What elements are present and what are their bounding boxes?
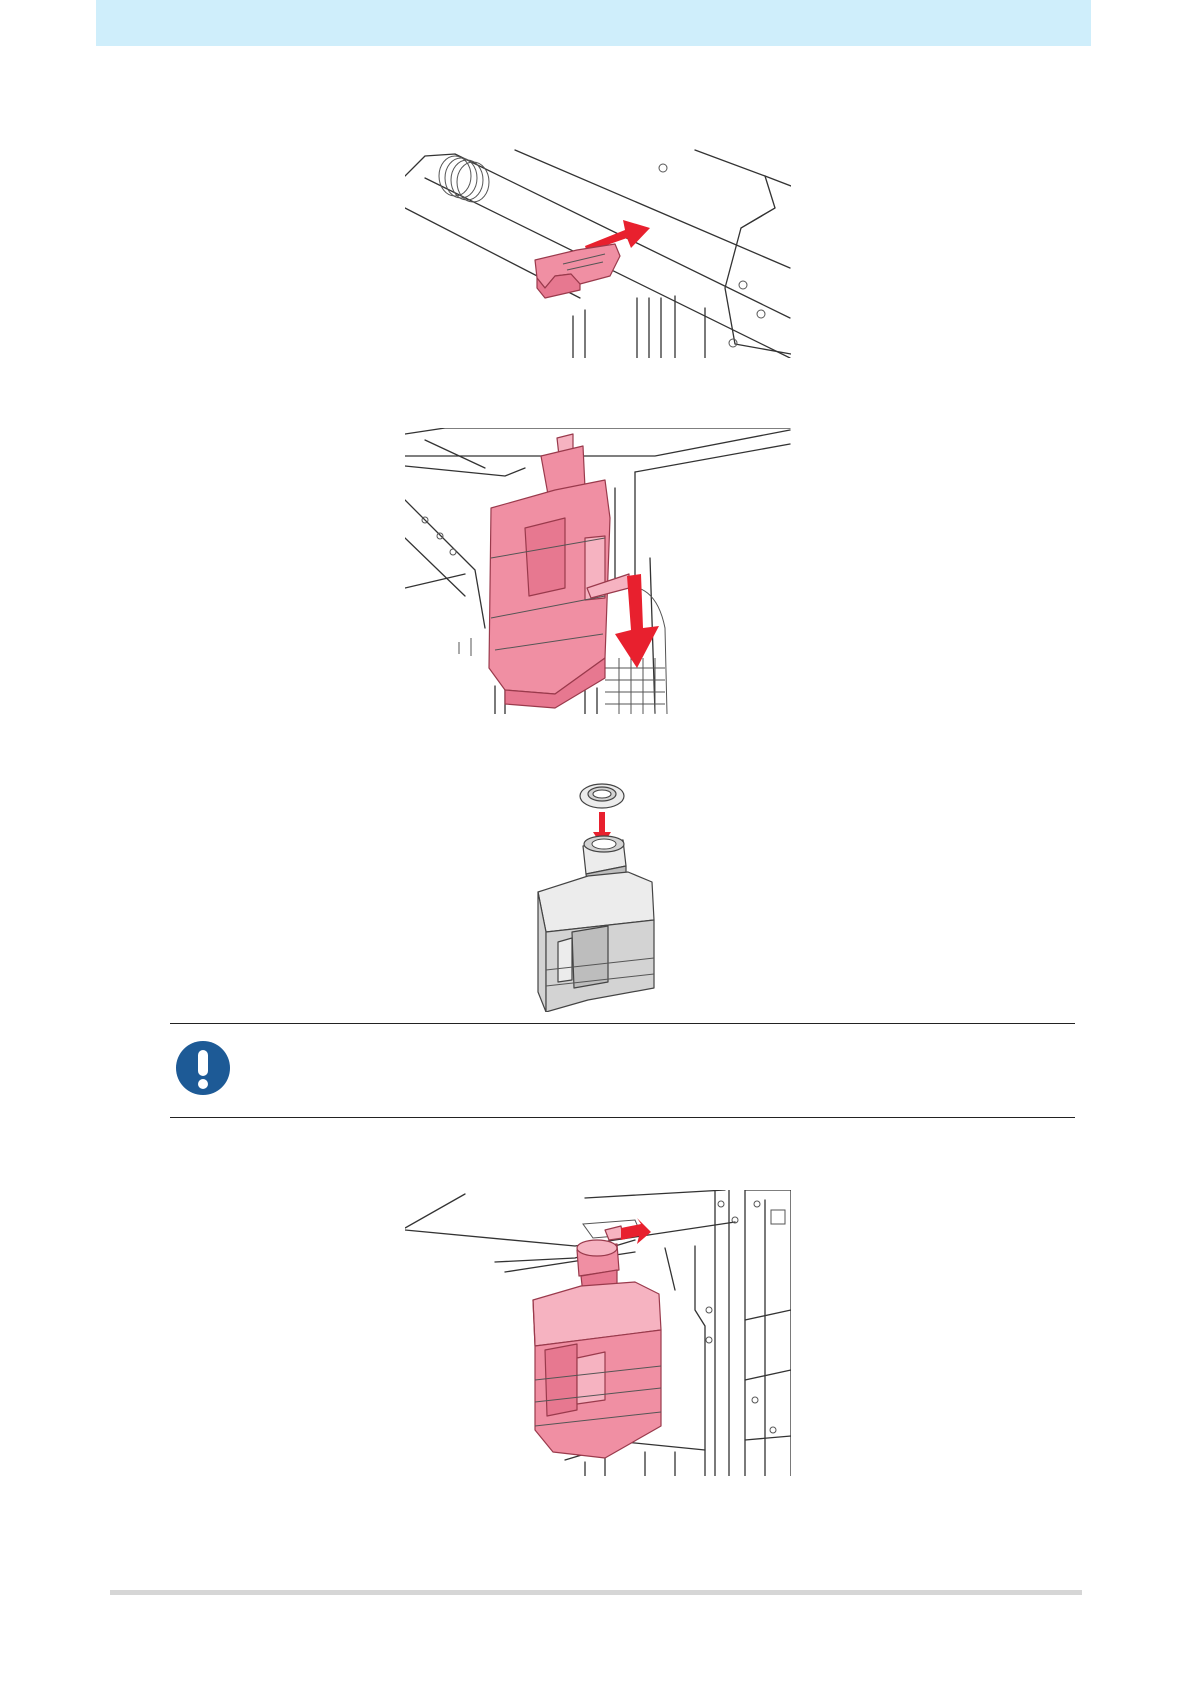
page-header-band bbox=[96, 0, 1091, 46]
figure-remove-tank bbox=[405, 428, 791, 714]
figure-install-tank bbox=[405, 1190, 791, 1476]
important-exclamation-icon bbox=[175, 1040, 231, 1096]
figure-cap-bottle bbox=[528, 782, 674, 1012]
important-notice bbox=[170, 1023, 1075, 1118]
page-footer-rule bbox=[110, 1590, 1082, 1595]
figure-slide-latch bbox=[405, 148, 791, 358]
